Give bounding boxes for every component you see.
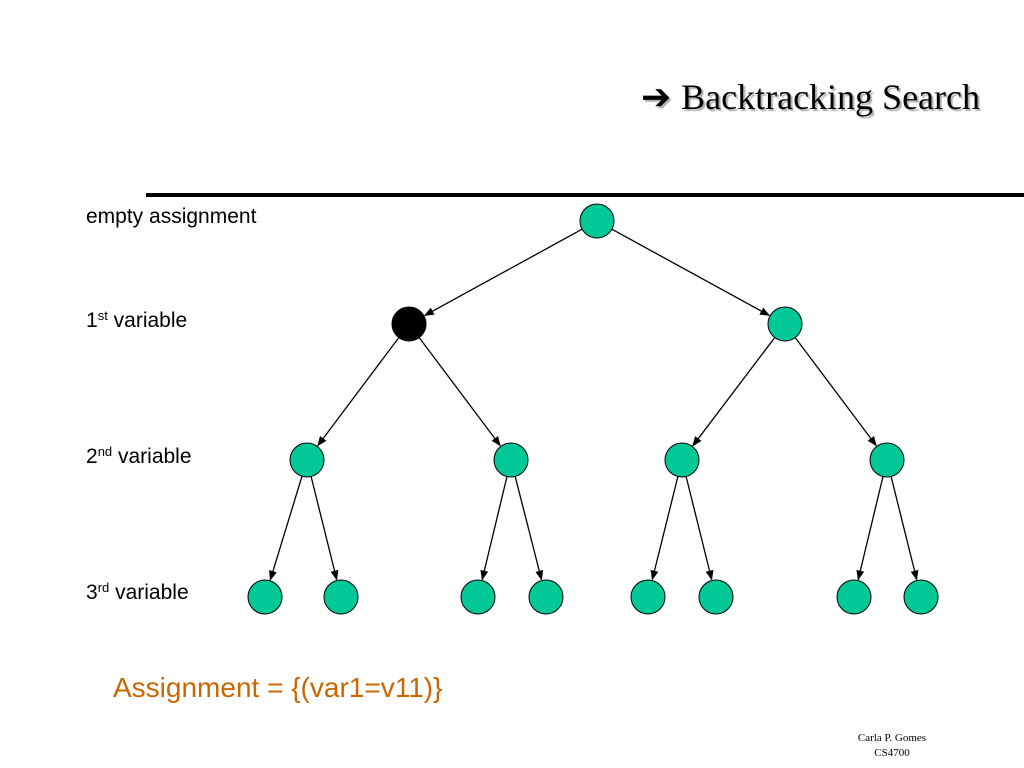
tree-edge-1-1-3 xyxy=(794,337,877,447)
tree-node-1-1 xyxy=(767,306,803,342)
tree-edge-2-3-7 xyxy=(890,476,919,581)
tree-node-0-0 xyxy=(579,203,615,239)
tree-edge-1-0-0 xyxy=(317,337,400,447)
tree-edge-2-0-1 xyxy=(310,476,339,581)
title-rule xyxy=(146,193,1024,197)
tree-edge-0-0-0 xyxy=(423,228,583,316)
tree-node-3-6 xyxy=(836,579,872,615)
level-label-2: 2nd variable xyxy=(86,445,192,469)
level-label-1: 1st variable xyxy=(86,309,187,333)
footer: Carla P. Gomes CS4700 xyxy=(832,731,952,761)
tree-node-current-1-0 xyxy=(391,306,427,342)
tree-node-2-1 xyxy=(493,442,529,478)
level-label-3: 3rd variable xyxy=(86,581,189,605)
level-ordinal-suffix: rd xyxy=(97,580,110,595)
tree-edge-2-2-4 xyxy=(650,476,679,581)
tree-node-3-5 xyxy=(698,579,734,615)
tree-edge-2-1-3 xyxy=(514,476,544,581)
tree-node-3-0 xyxy=(247,579,283,615)
level-label-empty: empty assignment xyxy=(86,205,256,229)
tree-edge-0-0-1 xyxy=(611,228,771,316)
level-number: 2 xyxy=(86,445,98,468)
tree-edge-2-3-6 xyxy=(856,476,884,581)
assignment-text: Assignment = {(var1=v11)} xyxy=(113,672,443,703)
level-label-text: empty assignment xyxy=(86,205,257,228)
footer-author: Carla P. Gomes xyxy=(857,732,927,744)
tree-node-3-3 xyxy=(528,579,564,615)
level-number: 3 xyxy=(86,581,98,604)
level-label-text: variable xyxy=(107,309,188,332)
tree-node-2-0 xyxy=(289,442,325,478)
arrow-icon: ➔ xyxy=(640,77,672,117)
tree-node-2-2 xyxy=(664,442,700,478)
tree-node-3-4 xyxy=(630,579,666,615)
tree-edge-2-1-2 xyxy=(480,476,508,581)
slide-title: ➔Backtracking Search xyxy=(540,76,980,118)
tree-edge-2-2-5 xyxy=(685,476,714,581)
footer-course: CS4700 xyxy=(874,747,910,759)
level-ordinal-suffix: nd xyxy=(97,444,113,459)
tree-node-3-2 xyxy=(460,579,496,615)
tree-edge-1-0-1 xyxy=(418,337,501,447)
level-number: 1 xyxy=(86,309,98,332)
level-ordinal-suffix: st xyxy=(97,308,108,323)
level-label-text: variable xyxy=(112,445,192,468)
tree-edge-2-0-0 xyxy=(269,476,303,581)
tree-node-3-1 xyxy=(323,579,359,615)
level-label-text: variable xyxy=(109,581,189,604)
tree-node-3-7 xyxy=(903,579,939,615)
tree-node-2-3 xyxy=(869,442,905,478)
tree-edge-1-1-2 xyxy=(692,337,776,447)
slide-title-text: Backtracking Search xyxy=(681,77,980,117)
